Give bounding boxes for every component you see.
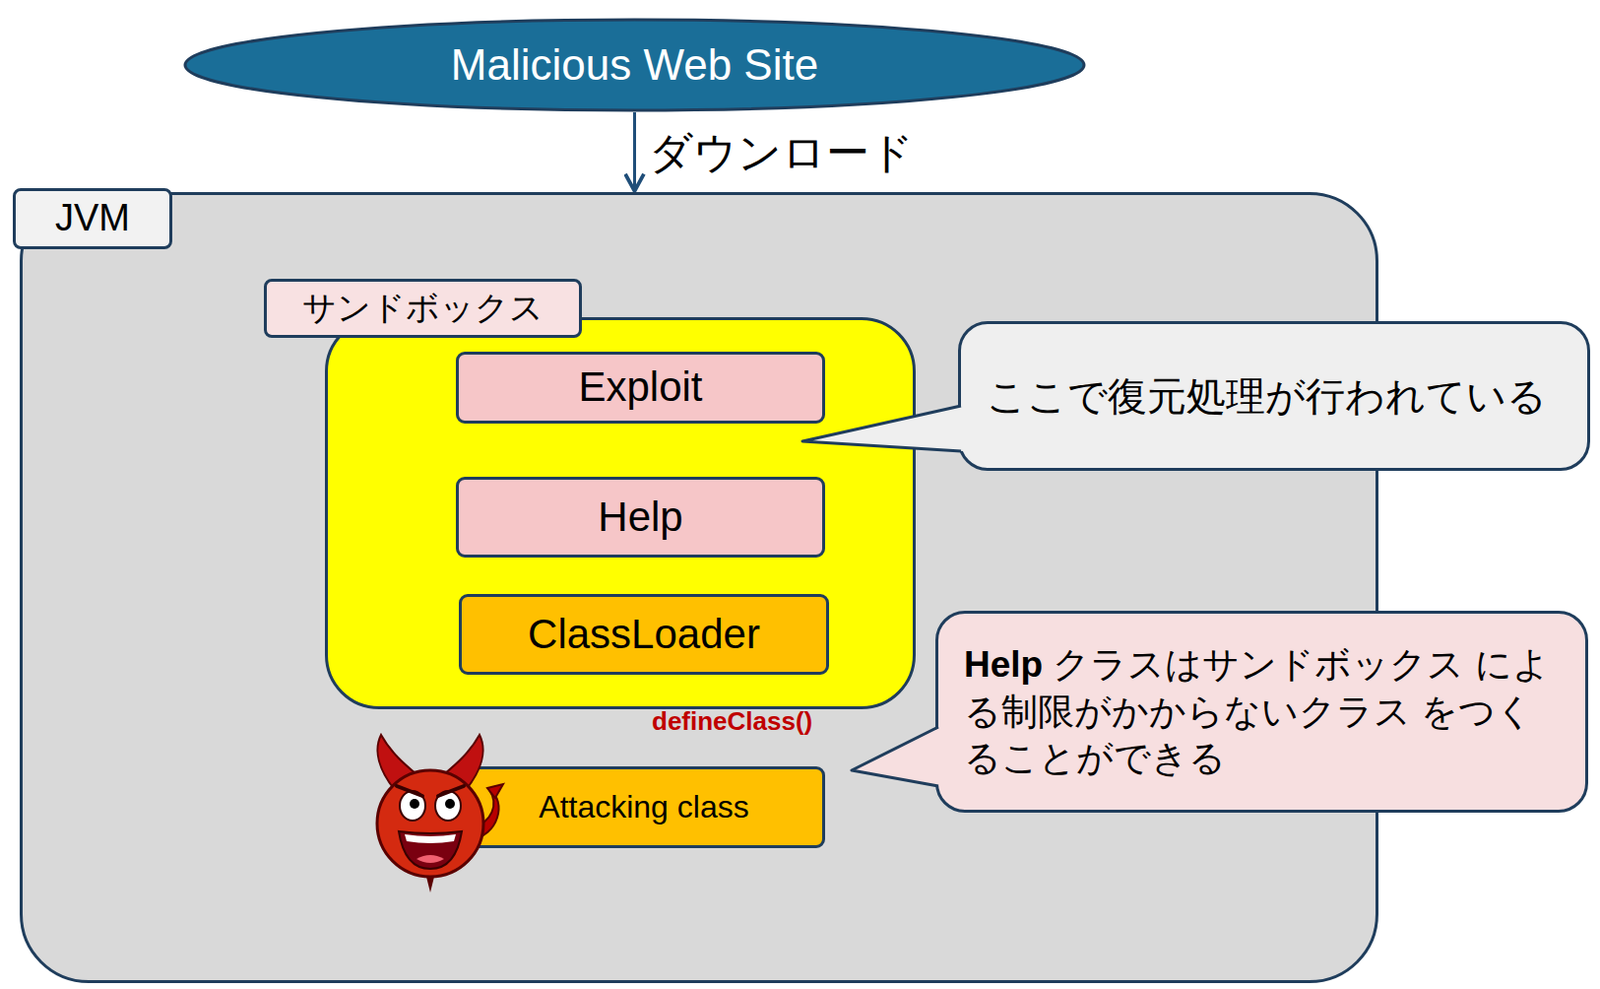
sandbox-region: ExploitHelpClassLoaderサンドボックス — [324, 317, 916, 709]
devil-eye — [435, 790, 461, 821]
devil-eye — [399, 790, 426, 821]
devil-mouth — [398, 831, 462, 869]
devil-horn — [377, 734, 417, 790]
devil-icon — [377, 734, 504, 893]
devil-pupil — [409, 798, 420, 809]
node-label: ここで復元処理が行われている — [986, 373, 1547, 419]
callout-pointer-fill — [851, 726, 942, 786]
devil-horn — [444, 734, 484, 790]
node-label: Malicious Web Site — [450, 40, 819, 91]
method-label: defineClass() — [651, 704, 813, 736]
attacking-class-box: Attacking class — [462, 766, 826, 848]
devil-tail — [469, 789, 500, 839]
devil-brow — [438, 785, 464, 796]
region-tab-label: JVM — [12, 188, 173, 250]
node-label: ClassLoader — [527, 610, 761, 658]
body-text: クラスはサンドボックス による制限がかからないクラス をつくることができる — [963, 643, 1550, 778]
callout-pointer — [802, 405, 961, 451]
callout-box: ここで復元処理が行われている — [958, 320, 1591, 471]
classloader-box: ClassLoader — [458, 593, 830, 675]
callout-box: Help クラスはサンドボックス による制限がかからないクラス をつくることがで… — [935, 610, 1589, 813]
devil-goatee — [426, 876, 435, 893]
region-tab-label: サンドボックス — [263, 278, 582, 338]
node-label: Help クラスはサンドボックス による制限がかからないクラス をつくることがで… — [963, 640, 1560, 781]
ellipse-outline — [185, 19, 1085, 111]
connector-arrow — [633, 112, 637, 192]
bold-term: Help — [963, 643, 1043, 685]
class-box: Help — [455, 476, 826, 558]
node-label: Exploit — [577, 363, 703, 411]
node-label: Help — [597, 493, 683, 541]
website-ellipse: Malicious Web Site — [183, 17, 1087, 113]
callout-pointer-fill — [802, 405, 964, 451]
jvm-region: ExploitHelpClassLoaderサンドボックスAttacking c… — [19, 192, 1379, 983]
devil-teeth — [404, 833, 456, 843]
devil-tail-tip — [487, 783, 504, 798]
callout-pointer — [851, 726, 939, 786]
edge-label: ダウンロード — [648, 123, 914, 182]
devil-face — [377, 769, 484, 877]
devil-brow — [396, 785, 423, 796]
node-label: Attacking class — [538, 788, 749, 826]
devil-pupil — [445, 798, 455, 809]
class-box: Exploit — [455, 351, 826, 424]
devil-tongue — [416, 854, 445, 863]
